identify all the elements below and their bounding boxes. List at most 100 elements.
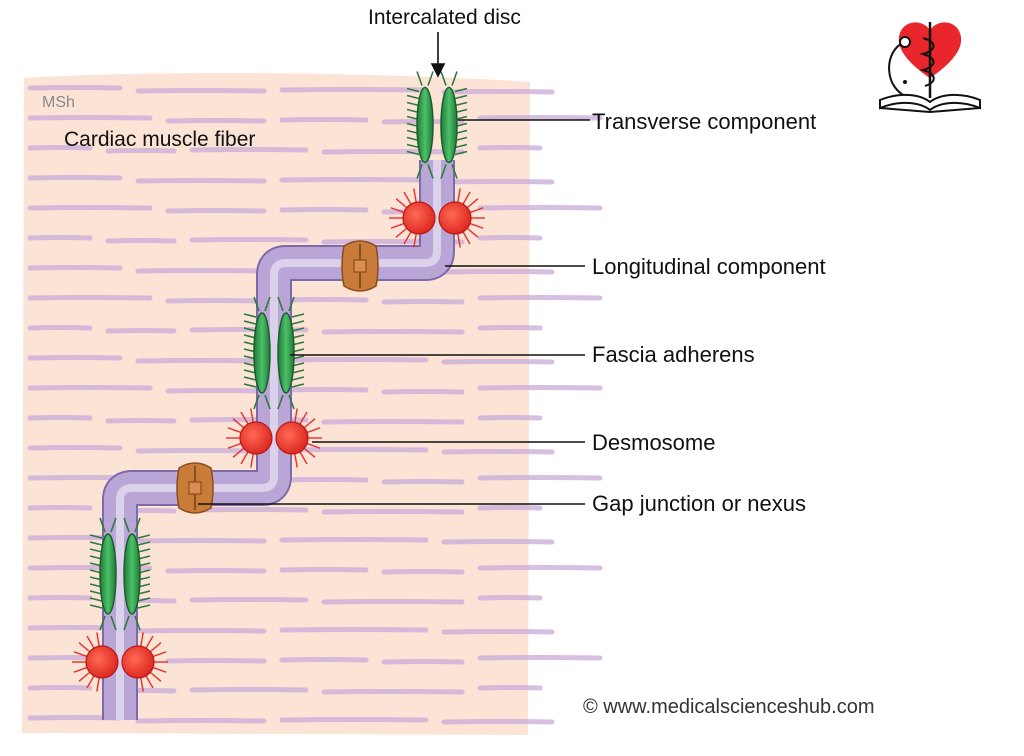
fascia-filament — [123, 517, 130, 533]
striation — [135, 88, 267, 94]
fascia-plaque — [416, 86, 434, 164]
fascia-filament — [451, 164, 458, 179]
fascia-filament — [427, 71, 434, 86]
striation — [189, 687, 309, 693]
striation — [27, 145, 93, 151]
striation — [135, 178, 267, 184]
striation — [477, 655, 603, 661]
label-fascia-adherens: Fascia adherens — [592, 342, 755, 367]
desmosome-filament — [139, 632, 144, 649]
striation — [441, 359, 555, 365]
desmosome-filament — [304, 442, 321, 449]
fascia-filament — [454, 143, 468, 149]
fascia-filament — [253, 394, 260, 410]
striation — [189, 417, 309, 423]
fascia-filament — [99, 615, 106, 631]
striation — [321, 149, 465, 155]
desmosome-plaque — [402, 201, 436, 235]
striation — [321, 689, 465, 695]
striation — [105, 238, 177, 244]
striation — [321, 599, 465, 605]
striation — [189, 237, 309, 243]
striation — [135, 358, 267, 364]
striation — [135, 628, 267, 634]
fascia-filament — [427, 164, 434, 179]
fascia-filament — [137, 597, 151, 602]
striation — [381, 569, 465, 575]
desmosome-filament — [403, 229, 413, 245]
striation — [105, 328, 177, 334]
striation — [321, 329, 465, 335]
open-book-icon — [879, 94, 981, 114]
desmosome-filament — [461, 229, 471, 245]
fascia-filament — [134, 615, 141, 631]
gap-junction-connexon — [188, 481, 202, 495]
desmosome-filament — [240, 449, 250, 465]
striation — [135, 448, 267, 454]
fascia-filament — [277, 394, 284, 410]
fascia-filament — [264, 296, 271, 312]
fascia-filament — [243, 320, 257, 325]
fascia-filament — [89, 597, 103, 602]
desmosome-filament — [96, 675, 101, 692]
striation — [279, 117, 369, 123]
striation — [27, 325, 93, 331]
striation — [27, 205, 153, 211]
striation — [189, 597, 309, 603]
striation — [381, 659, 465, 665]
fascia-plaque — [123, 533, 141, 615]
striation — [279, 387, 369, 393]
fascia-filament — [291, 376, 305, 381]
desmosome-filament — [390, 222, 407, 229]
striation — [27, 85, 123, 91]
fascia-filament — [440, 71, 447, 86]
striation — [441, 539, 555, 545]
fascia-filament — [454, 150, 468, 156]
fascia-filament — [291, 369, 305, 374]
desmosome-filament — [304, 427, 321, 434]
desmosome-filament — [456, 188, 461, 205]
fascia-plaque — [99, 533, 117, 615]
fascia-filament — [451, 71, 458, 86]
fascia-filament — [416, 71, 423, 86]
fascia-filament — [277, 296, 284, 312]
copyright-notice: © www.medicalscienceshub.com — [583, 696, 875, 718]
arrowhead — [430, 63, 446, 78]
desmosome-plaque — [85, 645, 119, 679]
desmosome-filament — [150, 651, 167, 658]
desmosome-filament — [467, 207, 484, 214]
label-transverse-component: Transverse component — [592, 109, 817, 134]
label-intercalated-disc: Intercalated disc — [368, 6, 521, 29]
fascia-filament — [137, 548, 151, 553]
desmosome-filament — [227, 442, 244, 449]
striation — [477, 145, 543, 151]
fascia-filament — [454, 101, 468, 107]
striation — [165, 568, 267, 574]
fascia-filament — [406, 87, 420, 93]
desmosome-top — [389, 188, 485, 248]
desmosome-filament — [298, 411, 308, 427]
desmosome-filament — [78, 642, 92, 654]
striation — [279, 717, 429, 723]
striation — [279, 537, 429, 543]
striation — [279, 567, 369, 573]
desmosome-filament — [461, 191, 471, 207]
desmosome-filament — [302, 446, 316, 458]
gap-junction-lower — [176, 462, 214, 514]
striation — [27, 595, 93, 601]
striation — [441, 269, 555, 275]
striation — [477, 505, 543, 511]
fascia-adherens-top — [406, 71, 468, 179]
desmosome-filament — [96, 632, 101, 649]
gap-junction-upper — [341, 240, 379, 292]
striation — [477, 565, 603, 571]
fascia-filament — [243, 327, 257, 332]
desmosome-filament — [250, 451, 255, 468]
desmosome-filament — [86, 635, 96, 651]
striation — [321, 509, 465, 515]
desmosome-filament — [144, 635, 154, 651]
striation — [279, 207, 369, 213]
striation — [381, 299, 465, 305]
striation — [27, 415, 93, 421]
desmosome-plaque — [275, 421, 309, 455]
